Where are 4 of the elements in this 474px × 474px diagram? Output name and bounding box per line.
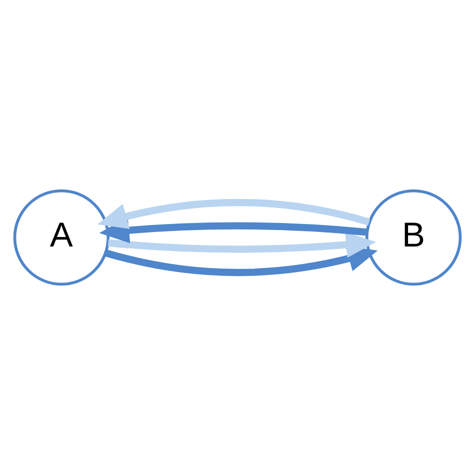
node-circle: B bbox=[364, 188, 462, 286]
node-circle: A bbox=[12, 188, 110, 286]
arrow bbox=[97, 198, 370, 228]
arrow bbox=[107, 231, 376, 258]
